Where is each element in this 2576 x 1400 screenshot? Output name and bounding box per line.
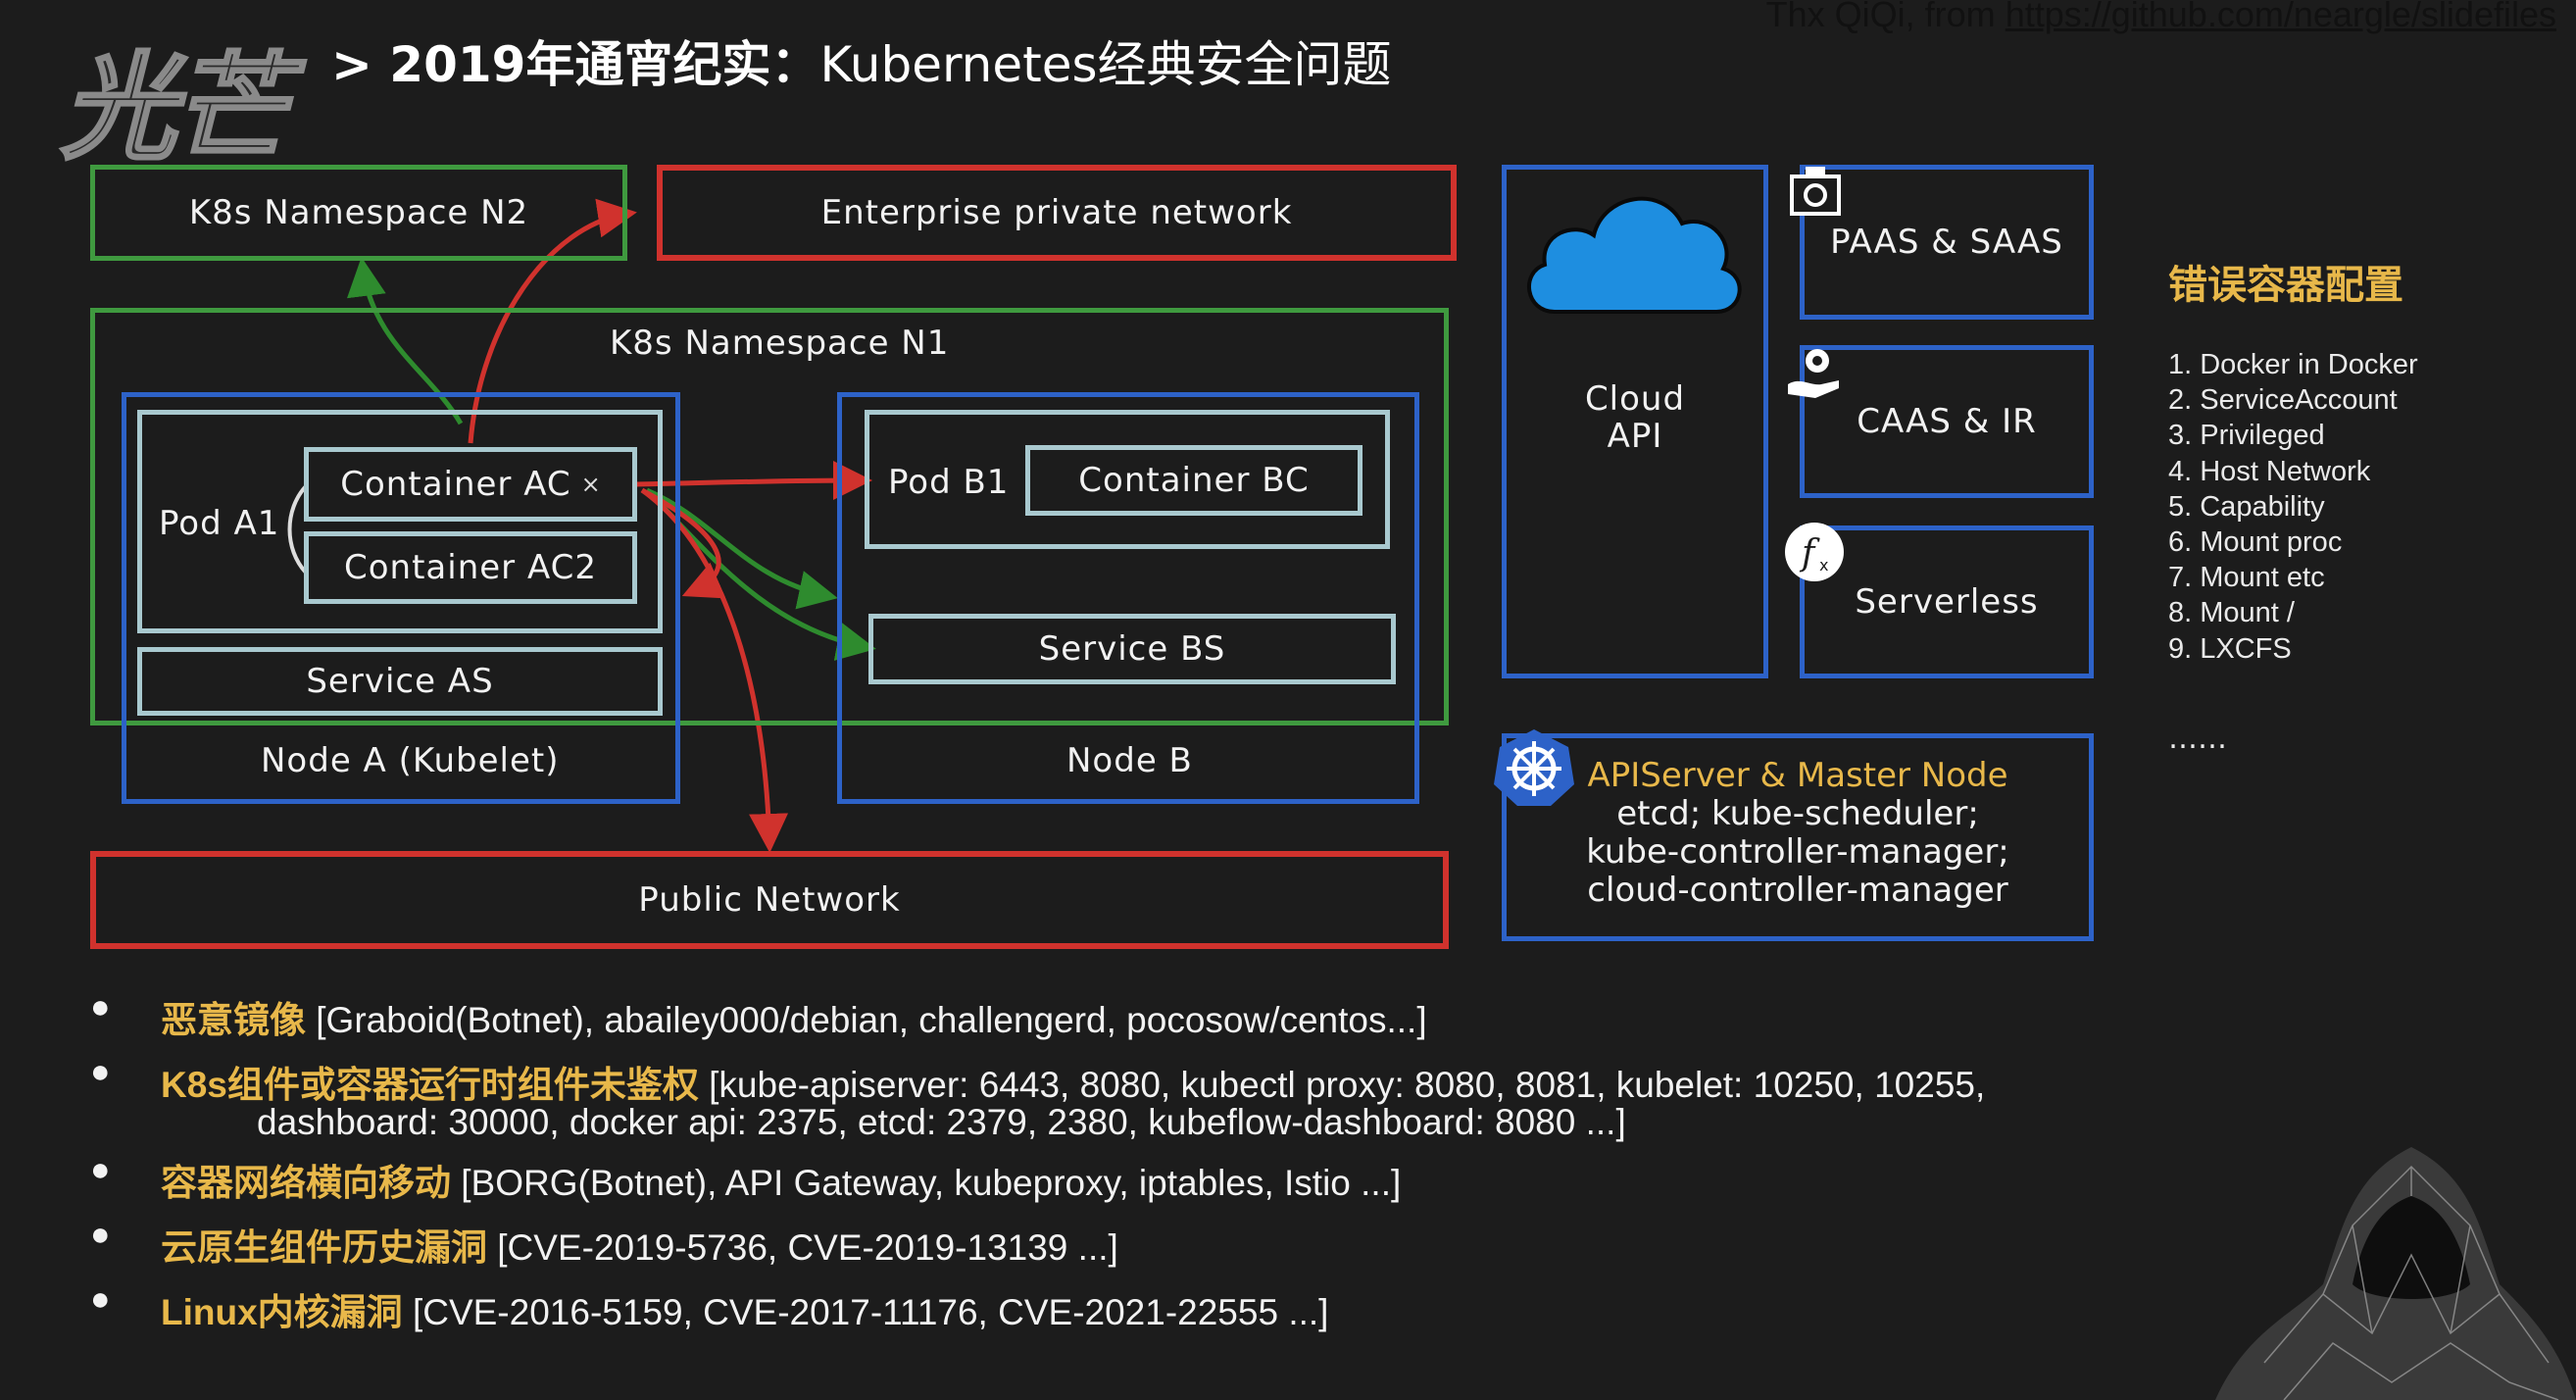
bullet-dot: ● [90, 1151, 111, 1188]
credit-prefix: Thx QiQi, from [1765, 0, 2006, 34]
container-ac-x-icon: × [580, 471, 601, 498]
bullet-highlight: 恶意镜像 [161, 1000, 306, 1040]
caas-ir-label: CAAS & IR [1857, 402, 2037, 441]
pod-a1-box [137, 410, 663, 633]
service-bs-label: Service BS [1038, 629, 1226, 669]
bullet-dot: ● [90, 1053, 111, 1090]
namespace-n2-label: K8s Namespace N2 [188, 193, 529, 232]
arrow-ac-loop-back [640, 487, 726, 599]
container-bc-label: Container BC [1078, 461, 1310, 500]
node-b-label: Node B [1066, 741, 1193, 780]
service-as-label: Service AS [306, 662, 494, 701]
bullet-text: dashboard: 30000, docker api: 2375, etcd… [257, 1102, 1626, 1142]
apiserver-line-3: cloud-controller-manager [1587, 871, 2008, 910]
paas-saas-label: PAAS & SAAS [1830, 223, 2063, 262]
node-b-box [837, 392, 1419, 804]
bullet-text: [Graboid(Botnet), abailey000/debian, cha… [306, 1000, 1427, 1040]
container-ac2-box: Container AC2 [304, 531, 637, 604]
bullet-dot: ● [90, 988, 111, 1025]
bullet-highlight: 容器网络横向移动 [161, 1163, 451, 1203]
container-ac2-label: Container AC2 [344, 548, 597, 587]
side-panel-title: 错误容器配置 [2168, 263, 2403, 308]
title-main: Kubernetes经典安全问题 [819, 36, 1392, 93]
svg-text:x: x [1819, 556, 1828, 575]
bullet-highlight: 云原生组件历史漏洞 [161, 1227, 487, 1268]
apiserver-text: APIServer & Master Node etcd; kube-sched… [1502, 757, 2094, 910]
container-ac-box: Container AC × [304, 447, 637, 522]
cloud-api-box [1502, 165, 1768, 678]
list-item: 9. LXCFS [2168, 632, 2292, 665]
public-network-label: Public Network [638, 880, 901, 920]
public-network-box: Public Network [90, 851, 1449, 949]
list-item: 7. Mount etc [2168, 562, 2325, 594]
namespace-n1-label: K8s Namespace N1 [610, 324, 950, 363]
bullet-text: [BORG(Botnet), API Gateway, kubeproxy, i… [451, 1163, 1402, 1203]
apiserver-line-2: kube-controller-manager; [1586, 832, 2009, 872]
arrow-ac-to-n2 [347, 257, 464, 425]
misconfig-list: 1. Docker in Docker 2. ServiceAccount 3.… [2168, 347, 2418, 667]
namespace-n2-box: K8s Namespace N2 [90, 165, 627, 261]
page-title: > 2019年通宵纪实：Kubernetes经典安全问题 [331, 25, 1392, 96]
bullet-continuation: dashboard: 30000, docker api: 2375, etcd… [257, 1102, 1626, 1143]
container-bc-box: Container BC [1025, 445, 1362, 516]
apiserver-box [1502, 733, 2094, 941]
service-as-box: Service AS [137, 647, 663, 716]
bullet-dot: ● [90, 1216, 111, 1253]
list-item: 3. Privileged [2168, 420, 2325, 452]
kubernetes-helm-icon [1494, 729, 1574, 806]
arrow-ac-to-podb1 [634, 461, 872, 501]
camera-icon [1790, 167, 1841, 216]
cloud-icon [1527, 196, 1742, 314]
arrow-ac-to-enterprise [468, 198, 637, 444]
pod-a1-bracket [287, 484, 308, 575]
apiserver-title: APIServer & Master Node [1587, 756, 2008, 795]
title-prefix: > 2019年通宵纪实： [331, 36, 820, 93]
credit-line: Thx QiQi, from https://github.com/neargl… [1766, 0, 2556, 35]
enterprise-network-label: Enterprise private network [820, 193, 1293, 232]
paas-saas-box: PAAS & SAAS [1800, 165, 2094, 320]
pod-a1-label: Pod A1 [159, 504, 280, 543]
list-item: 2. ServiceAccount [2168, 384, 2398, 417]
list-item: 5. Capability [2168, 490, 2325, 523]
function-icon: f x [1785, 523, 1844, 581]
serverless-label: Serverless [1855, 582, 2039, 622]
service-bs-box: Service BS [868, 614, 1396, 684]
enterprise-network-box: Enterprise private network [657, 165, 1457, 261]
caas-ir-box: CAAS & IR [1800, 345, 2094, 498]
bullet-highlight: Linux内核漏洞 [161, 1292, 403, 1332]
logo-mark: 光芒 [59, 39, 289, 177]
bullet-text: [kube-apiserver: 6443, 8080, kubectl pro… [698, 1065, 1986, 1105]
bullet-text: [CVE-2016-5159, CVE-2017-11176, CVE-2021… [402, 1292, 1329, 1332]
pod-b1-box [865, 410, 1390, 549]
bullet-dot: ● [90, 1280, 111, 1318]
namespace-n1-box [90, 308, 1449, 725]
pod-b1-label: Pod B1 [888, 463, 1010, 502]
credit-link[interactable]: https://github.com/neargle/slidefiles [2005, 0, 2556, 34]
side-ellipsis: …… [2168, 722, 2227, 756]
hacker-hood-icon [2215, 1147, 2576, 1400]
bullet-text: [CVE-2019-5736, CVE-2019-13139 ...] [487, 1227, 1118, 1268]
gear-hand-icon [1788, 349, 1839, 398]
arrow-ac-to-public [640, 487, 789, 853]
list-item: 1. Docker in Docker [2168, 349, 2418, 380]
apiserver-line-1: etcd; kube-scheduler; [1616, 794, 1979, 833]
cloud-api-label: Cloud API [1584, 379, 1686, 456]
list-item: 4. Host Network [2168, 455, 2371, 487]
serverless-box: Serverless [1800, 525, 2094, 678]
node-a-label: Node A (Kubelet) [261, 741, 560, 780]
arrow-ac-to-podb1-green [646, 487, 838, 610]
node-a-box [122, 392, 680, 804]
bullet-highlight: K8s组件或容器运行时组件未鉴权 [161, 1065, 699, 1105]
container-ac-label: Container AC [340, 465, 571, 504]
list-item: 6. Mount proc [2168, 526, 2343, 559]
list-item: 8. Mount / [2168, 597, 2295, 629]
